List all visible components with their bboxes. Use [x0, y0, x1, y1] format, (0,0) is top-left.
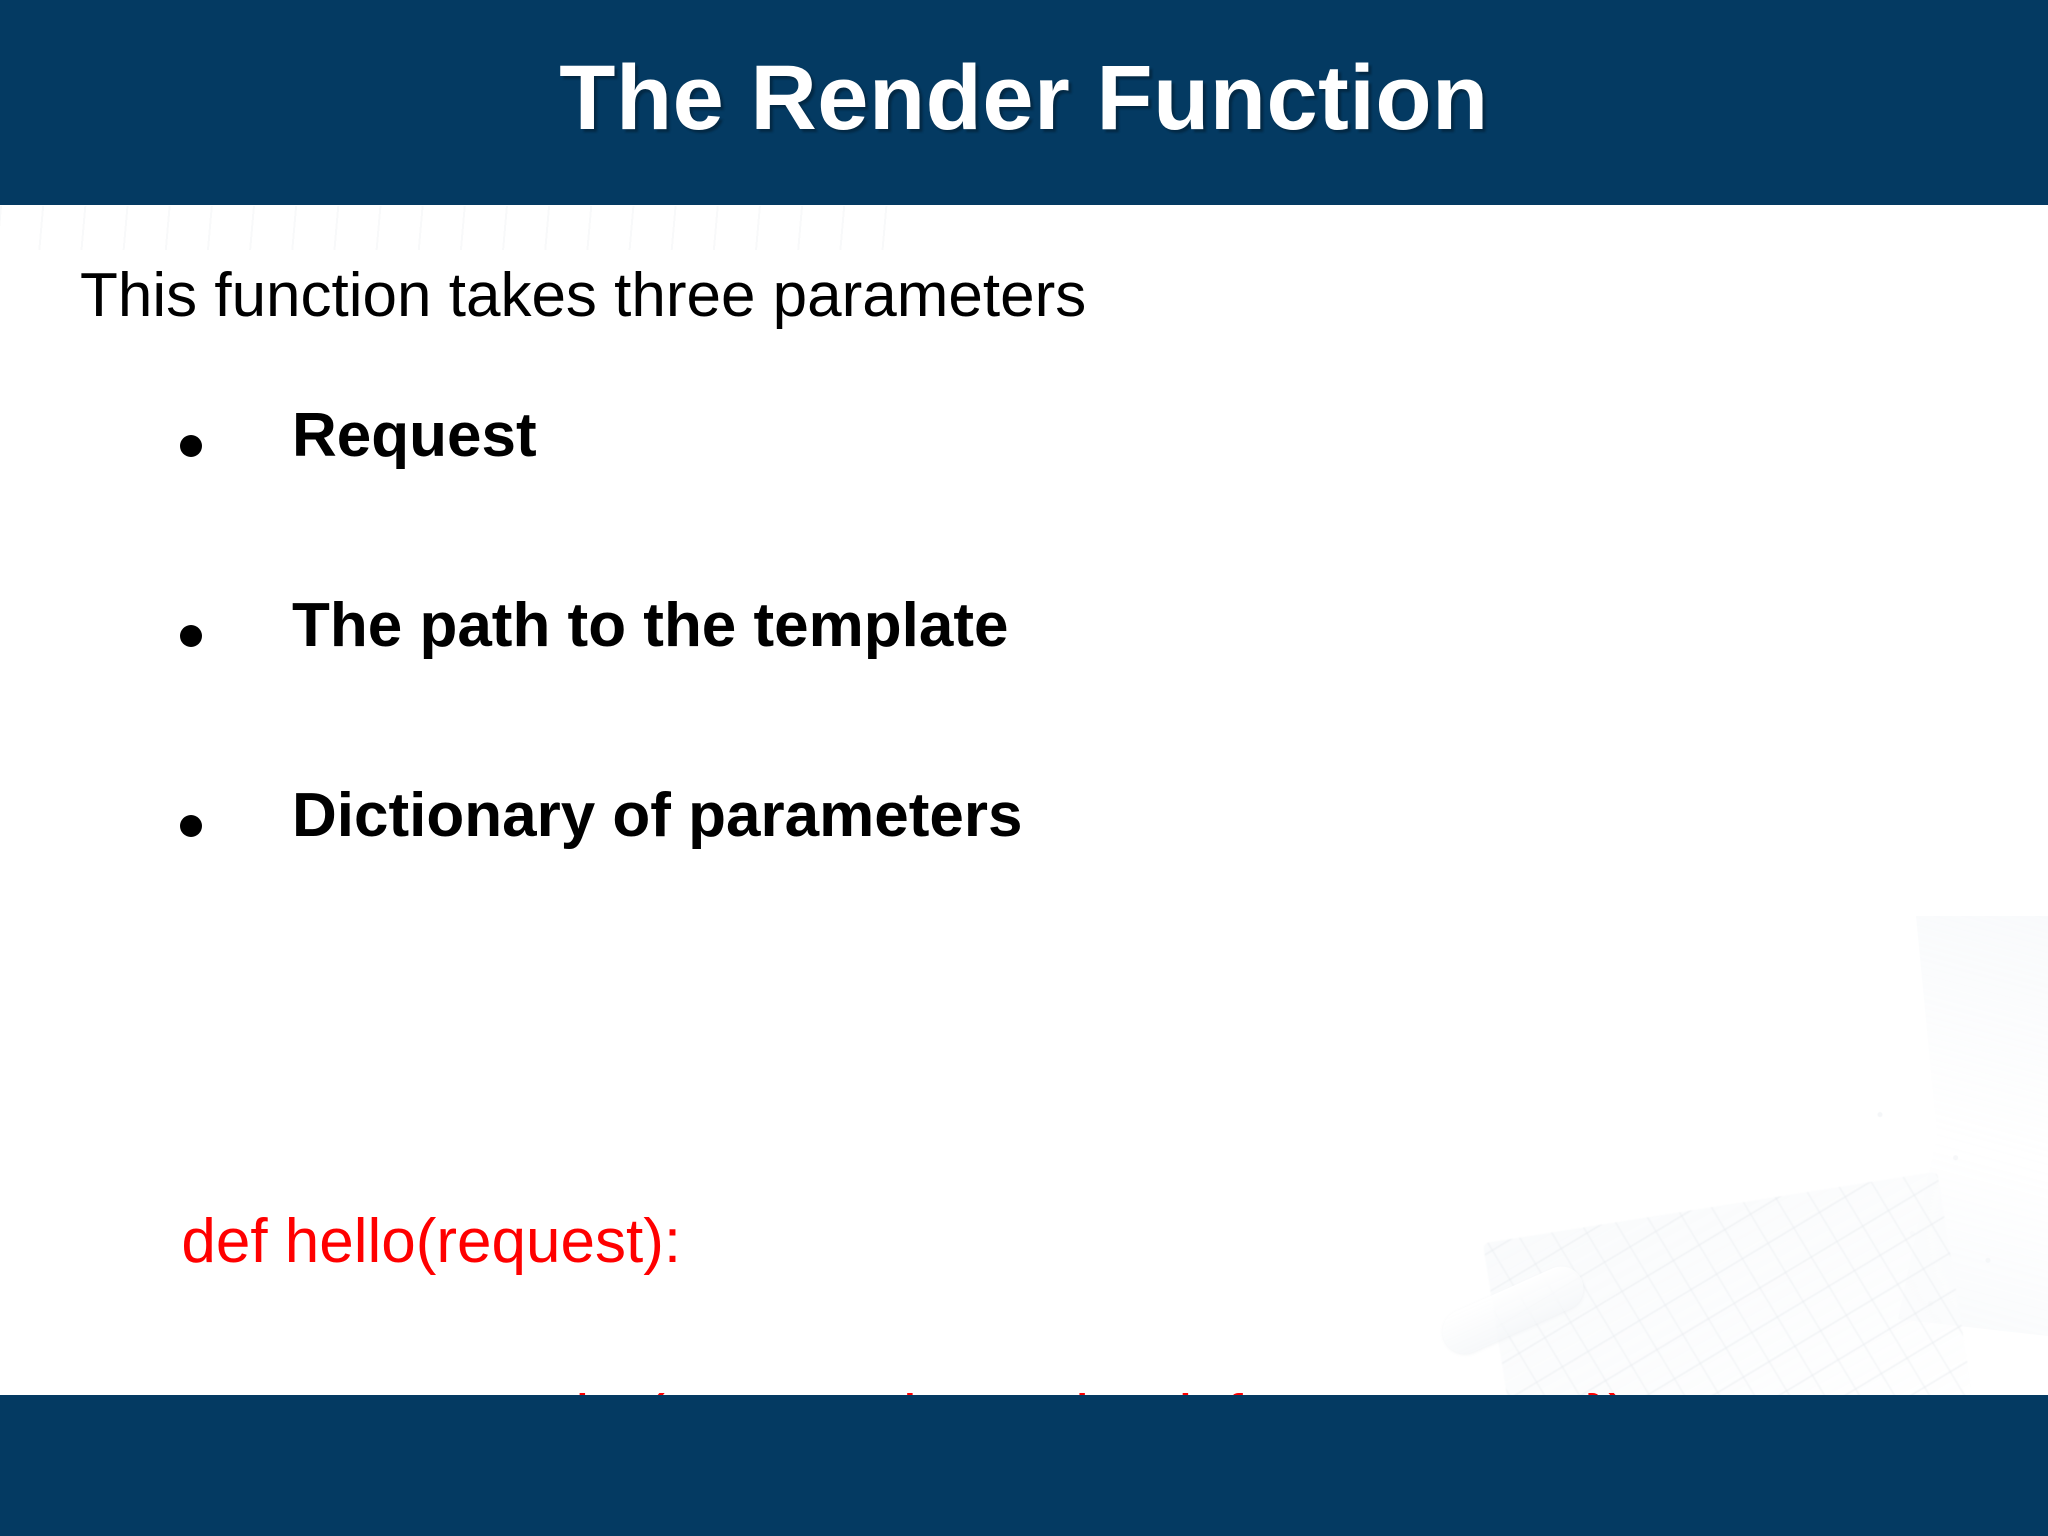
bullet-label-template-path: The path to the template	[292, 591, 1009, 660]
code-line-def-hello: def hello(request):	[181, 1207, 682, 1277]
slide-body: This function takes three parameters Req…	[0, 205, 2048, 1452]
parameter-bullet-list: Request The path to the template Diction…	[180, 405, 1880, 975]
bullet-dot-icon	[180, 815, 202, 837]
footer-band	[0, 1395, 2048, 1536]
list-item: Dictionary of parameters	[180, 785, 1880, 975]
intro-text: This function takes three parameters	[80, 261, 1087, 330]
bullet-dot-icon	[180, 625, 202, 647]
page-title: The Render Function	[559, 46, 1489, 149]
bullet-label-parameter-dictionary: Dictionary of parameters	[292, 781, 1023, 850]
title-band	[0, 0, 2048, 205]
bullet-label-request: Request	[292, 401, 537, 470]
bullet-dot-icon	[180, 435, 202, 457]
list-item: The path to the template	[180, 595, 1880, 785]
list-item: Request	[180, 405, 1880, 595]
